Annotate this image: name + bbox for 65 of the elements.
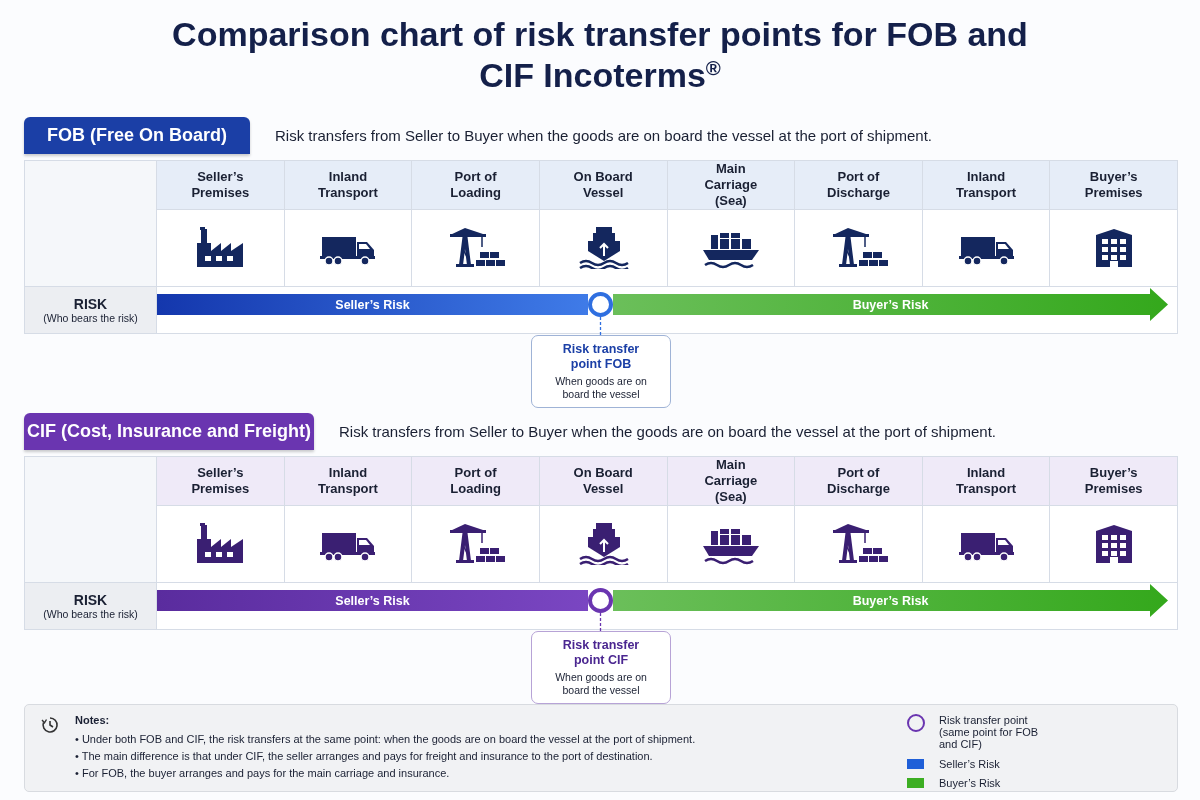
note-text: • For FOB, the buyer arranges and pays for the main carriage and insurance. [75, 766, 451, 782]
bar-label: Buyer’s Risk [852, 593, 929, 608]
notes-panel [24, 704, 1178, 792]
column-header: Port of Discharge [795, 457, 922, 506]
stage-column [157, 457, 285, 583]
column-header: Seller’s Premises [157, 161, 284, 210]
column-header: Inland Transport [922, 161, 1050, 210]
stage-column [922, 457, 1051, 583]
stage-column [412, 457, 540, 583]
legend-label: Seller’s Risk [939, 758, 1001, 770]
stage-column [284, 457, 413, 583]
section-tab: FOB (Free On Board) [24, 117, 250, 154]
column-header: Port of Loading [412, 161, 539, 210]
buyer-risk-arrow [613, 288, 1168, 321]
row-title: RISK [73, 592, 108, 608]
row-title: RISK [73, 296, 108, 312]
stage-column [539, 161, 668, 287]
section-description: Risk transfers from Seller to Buyer when the goods are on board the vessel at the port of shipment. [275, 127, 932, 144]
notes-heading: Notes: [75, 714, 110, 726]
row-subtitle: (Who bears the risk) [43, 312, 138, 324]
column-header: Inland Transport [922, 457, 1050, 506]
bar-label: Buyer’s Risk [852, 297, 929, 312]
stage-column [284, 161, 413, 287]
risk-row-header [25, 583, 157, 629]
section-tab: CIF (Cost, Insurance and Freight) [24, 413, 314, 450]
callout-title: Risk transfer point CIF [561, 637, 641, 668]
column-header: Port of Discharge [795, 161, 922, 210]
stage-column [667, 161, 796, 287]
stage-column [795, 161, 923, 287]
legend-label: Buyer’s Risk [939, 777, 1002, 789]
leader-line [599, 612, 602, 632]
note-text: • Under both FOB and CIF, the risk transfers at the same point: when the goods are on board the vessel at the port of shipment. [75, 732, 697, 747]
column-header: On Board Vessel [539, 457, 667, 506]
seller-risk-bar: Seller’s Risk [157, 590, 588, 611]
stage-column [412, 161, 540, 287]
note-text: • The main difference is that under CIF, the seller arranges and pays for freight and insurance to the port of destination. [75, 749, 654, 765]
column-header: On Board Vessel [539, 161, 667, 210]
legend-label: Risk transfer point (same point for FOB and CIF) [939, 714, 1040, 750]
row-subtitle: (Who bears the risk) [43, 608, 138, 620]
column-header: Inland Transport [284, 457, 412, 506]
column-header: Main Carriage (Sea) [667, 457, 795, 506]
seller-risk-bar: Seller’s Risk [157, 294, 588, 315]
column-header: Inland Transport [284, 161, 412, 210]
stage-column [1050, 161, 1178, 287]
stage-column [795, 457, 923, 583]
stage-column [539, 457, 668, 583]
callout-text: When goods are on board the vessel [554, 374, 648, 402]
stage-column [1050, 457, 1178, 583]
section-description: Risk transfers from Seller to Buyer when the goods are on board the vessel at the port of shipment. [339, 423, 996, 440]
stage-column [157, 161, 285, 287]
chart-title: Comparison chart of risk transfer points for FOB and CIF Incoterms$^{®}$ [171, 14, 1029, 96]
transfer-point-callout [531, 631, 671, 704]
column-header: Buyer’s Premises [1050, 161, 1177, 210]
transfer-point-callout [531, 335, 671, 408]
buyer-risk-arrow [613, 584, 1168, 617]
column-header: Main Carriage (Sea) [667, 161, 795, 210]
column-header: Port of Loading [412, 457, 539, 506]
column-header: Seller’s Premises [157, 457, 284, 506]
callout-text: When goods are on board the vessel [554, 670, 648, 698]
callout-title: Risk transfer point FOB [561, 341, 641, 372]
stage-column [667, 457, 796, 583]
leader-line [599, 316, 602, 336]
stage-column [922, 161, 1051, 287]
column-header: Buyer’s Premises [1050, 457, 1177, 506]
risk-row-header [25, 287, 157, 333]
